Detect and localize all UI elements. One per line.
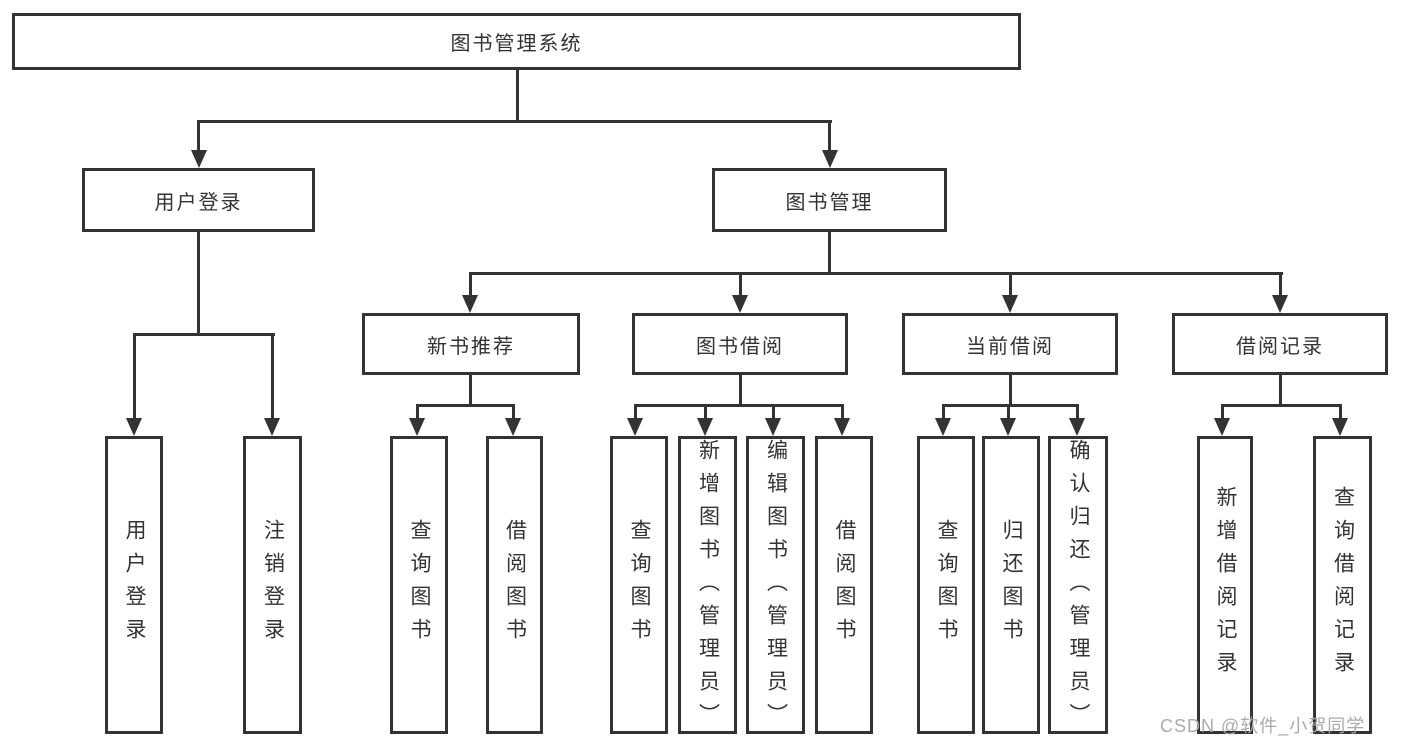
connector-rail [634, 404, 844, 407]
connector-line [1279, 272, 1282, 296]
leaf-query-books-recommend: 查询图书 [390, 436, 448, 734]
connector-line [828, 232, 831, 274]
leaf-borrow-books-borrowing: 借阅图书 [815, 436, 873, 734]
arrowhead-down-icon [732, 295, 748, 313]
connector-line [828, 120, 831, 152]
connector-line [469, 374, 472, 406]
leaf-confirm-return-admin: 确认归还（管理员） [1048, 436, 1108, 736]
leaf-return-book: 归还图书 [982, 436, 1040, 734]
node-user-login: 用户登录 [82, 168, 315, 232]
connector-line [1076, 404, 1079, 420]
connector-line [841, 404, 844, 420]
arrowhead-down-icon [1000, 418, 1016, 436]
node-book-borrowing: 图书借阅 [632, 313, 848, 375]
leaf-add-book-admin: 新增图书（管理员） [678, 436, 737, 736]
arrowhead-down-icon [1332, 418, 1348, 436]
arrowhead-down-icon [935, 418, 951, 436]
connector-line [1009, 272, 1012, 296]
connector-line [634, 404, 637, 420]
connector-line [197, 232, 200, 336]
arrowhead-down-icon [1002, 295, 1018, 313]
node-new-book-recommendation: 新书推荐 [362, 313, 580, 375]
arrowhead-down-icon [1214, 418, 1230, 436]
connector-line [1339, 404, 1342, 420]
connector-line [739, 374, 742, 406]
leaf-logout: 注销登录 [243, 436, 302, 734]
arrowhead-down-icon [126, 418, 142, 436]
arrowhead-down-icon [191, 150, 207, 168]
connector-line [1221, 404, 1224, 420]
node-book-management: 图书管理 [712, 168, 947, 232]
leaf-add-borrow-record: 新增借阅记录 [1197, 436, 1253, 734]
leaf-query-books-borrowing: 查询图书 [610, 436, 668, 734]
arrowhead-down-icon [462, 295, 478, 313]
node-library-management-system: 图书管理系统 [12, 13, 1021, 70]
node-current-borrowing: 当前借阅 [902, 313, 1118, 375]
connector-level3-rail [469, 272, 1283, 275]
connector-line [133, 333, 136, 419]
connector-level2-rail [198, 120, 832, 123]
arrowhead-down-icon [697, 418, 713, 436]
connector-rail [1221, 404, 1342, 407]
connector-line [772, 404, 775, 420]
connector-line [942, 404, 945, 420]
connector-line [1279, 374, 1282, 406]
connector-line [469, 272, 472, 296]
leaf-query-books-current: 查询图书 [917, 436, 975, 734]
connector-line [1009, 374, 1012, 406]
connector-rail [133, 333, 275, 336]
arrowhead-down-icon [822, 150, 838, 168]
connector-line [197, 120, 200, 152]
connector-line [416, 404, 419, 420]
arrowhead-down-icon [264, 418, 280, 436]
node-borrowing-records: 借阅记录 [1172, 313, 1388, 375]
connector-root-stem [516, 68, 519, 122]
connector-rail [942, 404, 1079, 407]
arrowhead-down-icon [765, 418, 781, 436]
connector-rail [416, 404, 515, 407]
arrowhead-down-icon [505, 418, 521, 436]
connector-line [271, 333, 274, 419]
arrowhead-down-icon [627, 418, 643, 436]
leaf-borrow-books-recommend: 借阅图书 [486, 436, 543, 734]
connector-line [512, 404, 515, 420]
leaf-query-borrow-record: 查询借阅记录 [1313, 436, 1372, 734]
arrowhead-down-icon [834, 418, 850, 436]
connector-line [1007, 404, 1010, 420]
arrowhead-down-icon [1272, 295, 1288, 313]
leaf-edit-book-admin: 编辑图书（管理员） [746, 436, 805, 736]
connector-line [704, 404, 707, 420]
csdn-watermark: CSDN @软件_小贺同学 [1160, 716, 1366, 736]
arrowhead-down-icon [1069, 418, 1085, 436]
arrowhead-down-icon [409, 418, 425, 436]
leaf-user-login: 用户登录 [105, 436, 163, 734]
connector-line [739, 272, 742, 296]
